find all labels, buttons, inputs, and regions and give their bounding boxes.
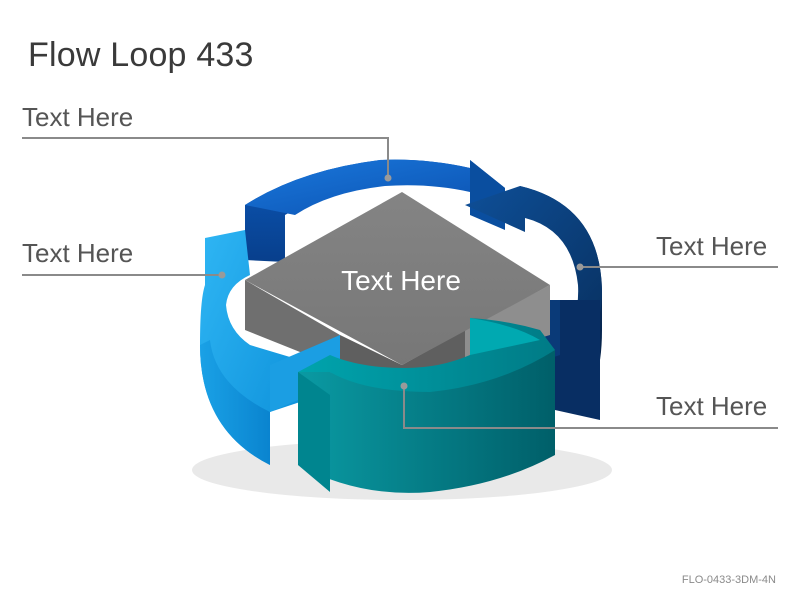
anchor-dot-right	[576, 263, 584, 271]
callout-left-label: Text Here	[22, 238, 134, 268]
center-label: Text Here	[341, 265, 461, 296]
anchor-dot-top	[384, 174, 392, 182]
footer-code: FLO-0433-3DM-4N	[681, 574, 776, 586]
leader-lines	[22, 137, 778, 429]
callout-top-label: Text Here	[22, 102, 134, 132]
leader-line-bottom-right	[403, 386, 778, 429]
leader-line-top	[22, 137, 389, 178]
callout-right-label: Text Here	[656, 231, 768, 261]
anchor-dot-left	[218, 271, 226, 279]
segment-bottom	[298, 318, 555, 493]
slide-title: Flow Loop 433	[28, 36, 254, 74]
anchor-dot-bottom	[400, 382, 408, 390]
callout-bottom-right-label: Text Here	[656, 391, 768, 421]
